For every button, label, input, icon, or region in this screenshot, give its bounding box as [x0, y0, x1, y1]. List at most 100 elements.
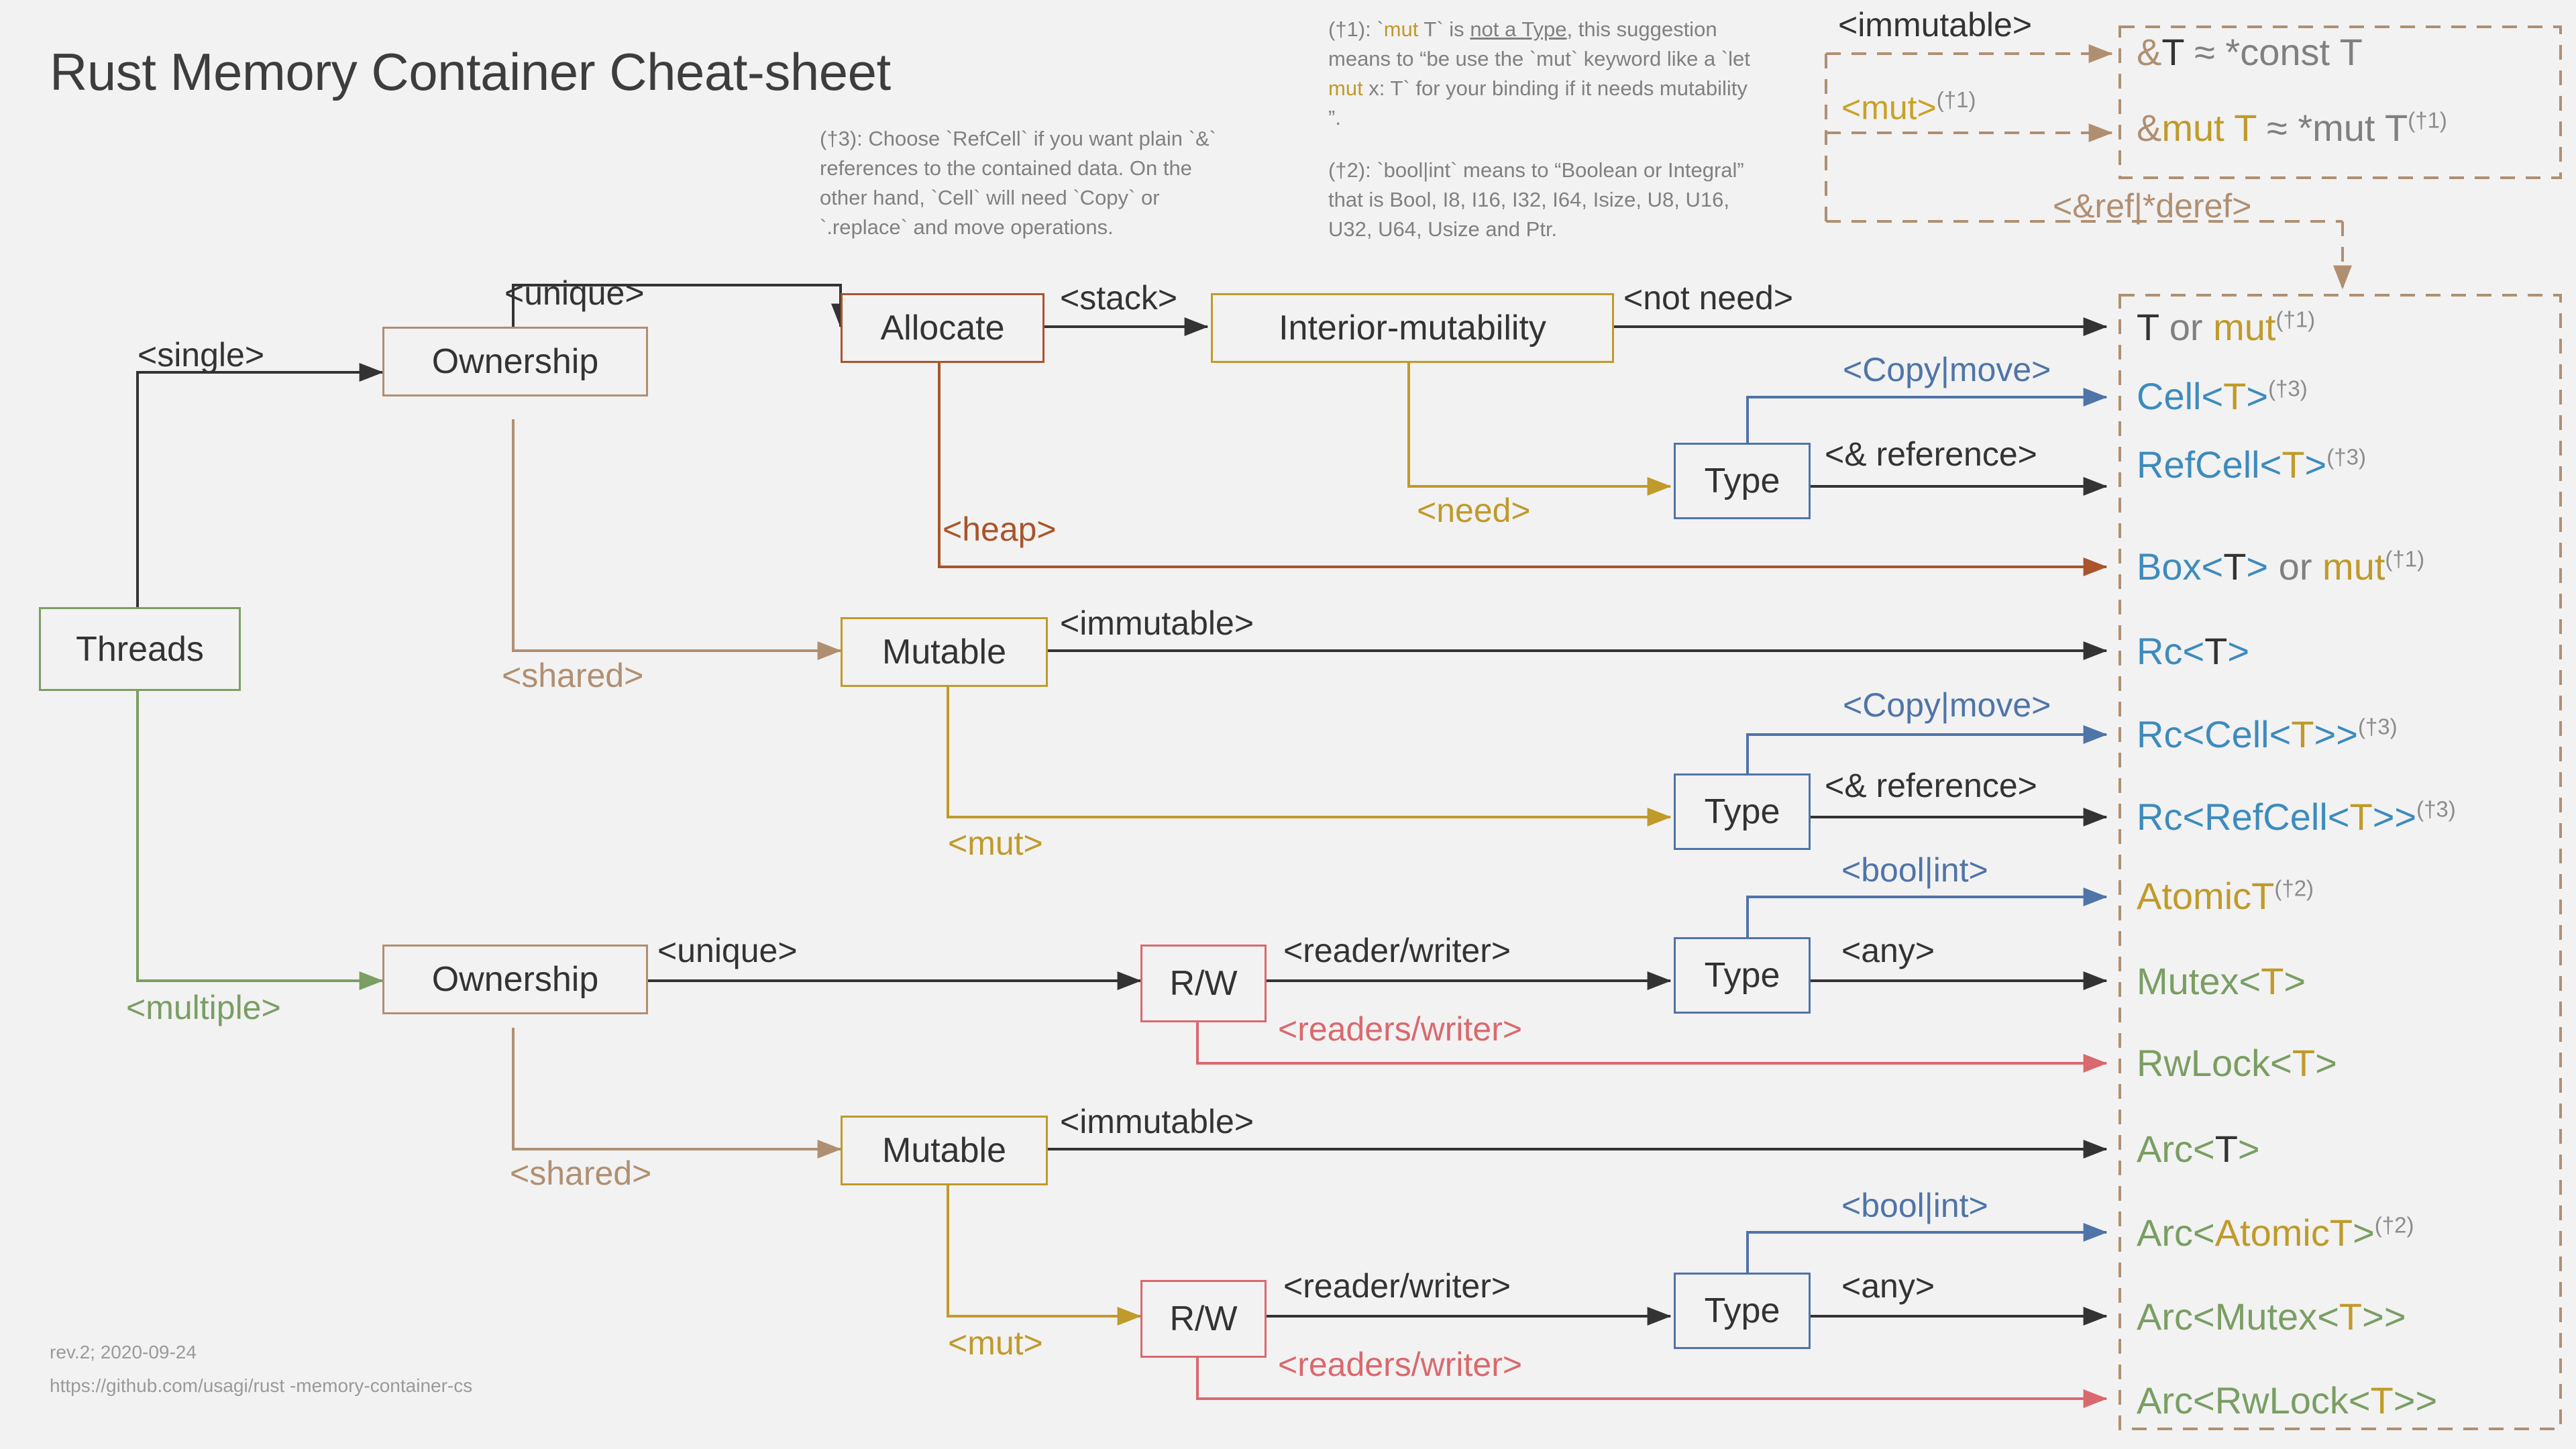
result-box-t-or-mut-part-3: or [2268, 545, 2323, 588]
note1-mut-kw2: mut [1328, 76, 1363, 101]
node-type-b-label: Type [1704, 792, 1780, 831]
note1-mut-kw: mut [1383, 17, 1419, 41]
footer-url[interactable]: https://github.com/usagi/rust -memory-co… [50, 1375, 473, 1396]
edge-label-shared-bottom: <shared> [510, 1155, 652, 1192]
edge-label-any-2: <any> [1841, 1267, 1935, 1305]
legend-mut-text: <mut> [1841, 89, 1937, 127]
legend-approx-2: ≈ [2256, 107, 2298, 149]
edge-label-reader-writer-1: <reader/writer> [1283, 932, 1511, 969]
node-mutable-single[interactable]: Mutable [841, 617, 1048, 687]
edge-label-copy-move-2: <Copy|move> [1843, 686, 2051, 724]
result-rwlock-t-part-0: RwLock< [2137, 1042, 2292, 1084]
legend-t-2: T [2224, 107, 2257, 149]
node-ownership-multi[interactable]: Ownership [382, 945, 648, 1014]
node-rw-multi-label: R/W [1169, 1299, 1238, 1338]
result-atomic-t-sup: (†2) [2274, 875, 2314, 901]
node-type-c-label: Type [1704, 956, 1780, 995]
edge-label-multiple: <multiple> [126, 989, 281, 1026]
edge-label-need: <need> [1417, 492, 1531, 529]
legend-mut-label: <mut>(†1) [1841, 87, 1976, 127]
node-ownership-single[interactable]: Ownership [382, 327, 648, 396]
edge-label-mut-2: <mut> [948, 1324, 1043, 1362]
result-box-t-or-mut-part-2: > [2246, 545, 2269, 588]
result-rc-refcell-t-part-0: Rc<RefCell< [2137, 796, 2350, 838]
result-rc-refcell-t-part-2: >> [2372, 796, 2417, 838]
result-rc-cell-t-part-1: T [2291, 713, 2314, 755]
legend-immutable-label: <immutable> [1838, 6, 2033, 44]
edge-label-single: <single> [138, 336, 265, 374]
edge-label-unique-bottom: <unique> [657, 932, 798, 969]
result-arc-mutex-t: Arc<Mutex<T>> [2137, 1295, 2406, 1338]
result-arc-t-part-2: > [2237, 1128, 2260, 1170]
result-rc-t-part-0: Rc< [2137, 630, 2205, 672]
result-rc-refcell-t-sup: (†3) [2416, 796, 2456, 822]
result-arc-mutex-t-part-0: Arc<Mutex< [2137, 1295, 2339, 1338]
result-rc-cell-t-sup: (†3) [2357, 714, 2398, 739]
result-arc-t: Arc<T> [2137, 1127, 2260, 1171]
edge-label-any-1: <any> [1841, 932, 1935, 969]
edge-label-readers-writer-1: <readers/writer> [1278, 1010, 1523, 1048]
result-arc-mutex-t-part-1: T [2339, 1295, 2363, 1338]
note-dagger2: (†2): `bool|int` means to “Boolean or In… [1328, 158, 1744, 241]
edge-label-stack: <stack> [1060, 279, 1178, 317]
node-mutable-multi-label: Mutable [882, 1131, 1006, 1170]
result-rc-cell-t-part-0: Rc<Cell< [2137, 713, 2292, 755]
node-type-c[interactable]: Type [1674, 937, 1811, 1014]
legend-ptr-2: *mut T [2298, 107, 2408, 149]
note1-not-a-type: not a Type [1470, 17, 1567, 41]
result-mutex-t-part-2: > [2284, 960, 2306, 1002]
edge-label-reader-writer-2: <reader/writer> [1283, 1267, 1511, 1305]
result-mutex-t-part-1: T [2261, 960, 2284, 1002]
result-cell-t-part-0: Cell< [2137, 375, 2224, 417]
edge-label-copy-move-1: <Copy|move> [1843, 351, 2051, 388]
edge-label-immutable-2: <immutable> [1060, 1103, 1254, 1140]
legend-amp-2: & [2137, 107, 2162, 149]
node-allocate[interactable]: Allocate [841, 293, 1044, 363]
result-rc-t: Rc<T> [2137, 629, 2249, 673]
page-title: Rust Memory Container Cheat-sheet [50, 42, 891, 101]
result-box-t-or-mut-part-0: Box< [2137, 545, 2224, 588]
edge-label-mut-1: <mut> [948, 824, 1043, 862]
result-box-t-or-mut-part-1: T [2223, 545, 2247, 588]
node-threads-label: Threads [76, 629, 204, 669]
edge-label-reference-1: <& reference> [1825, 435, 2037, 473]
result-rc-cell-t-part-2: >> [2314, 713, 2358, 755]
legend-row-const-ref: &T ≈ *const T [2137, 30, 2363, 74]
result-mutex-t-part-0: Mutex< [2137, 960, 2261, 1002]
node-interior-mutability[interactable]: Interior-mutability [1211, 293, 1614, 363]
footer-revision: rev.2; 2020-09-24 [50, 1342, 197, 1362]
result-cell-t-part-2: > [2246, 375, 2269, 417]
result-rwlock-t-part-1: T [2292, 1042, 2316, 1084]
edge-label-heap: <heap> [943, 511, 1057, 548]
node-mutable-single-label: Mutable [882, 633, 1006, 672]
legend-deref-label: <&ref|*deref> [2053, 187, 2252, 225]
result-rwlock-t: RwLock<T> [2137, 1041, 2337, 1085]
legend-sup-2: (†1) [2408, 107, 2447, 133]
edge-label-unique-top: <unique> [504, 274, 645, 312]
result-arc-rwlock-t-part-1: T [2370, 1379, 2394, 1421]
node-type-b[interactable]: Type [1674, 773, 1811, 850]
node-ownership-single-label: Ownership [431, 342, 599, 381]
result-t-or-mut-part-0: T [2137, 306, 2159, 348]
result-atomic-t-part-0: AtomicT [2137, 875, 2275, 917]
edge-label-shared-top: <shared> [502, 657, 644, 694]
node-threads[interactable]: Threads [39, 607, 241, 691]
edge-label-reference-2: <& reference> [1825, 767, 2037, 804]
note1-post: , this suggestion means to “be use the `… [1328, 17, 1750, 71]
result-t-or-mut: T or mut(†1) [2137, 305, 2315, 349]
node-type-d[interactable]: Type [1674, 1273, 1811, 1349]
node-type-d-label: Type [1704, 1291, 1780, 1330]
node-type-a[interactable]: Type [1674, 443, 1811, 519]
result-arc-t-part-1: T [2214, 1128, 2238, 1170]
node-rw-multi[interactable]: R/W [1140, 1280, 1267, 1358]
node-mutable-multi[interactable]: Mutable [841, 1116, 1048, 1185]
result-rc-cell-t: Rc<Cell<T>>(†3) [2137, 712, 2398, 756]
result-refcell-t: RefCell<T>(†3) [2137, 443, 2366, 486]
legend-row-mut-ref: &mut T ≈ *mut T(†1) [2137, 106, 2447, 150]
result-arc-rwlock-t-part-2: >> [2393, 1379, 2438, 1421]
result-arc-rwlock-t-part-0: Arc<RwLock< [2137, 1379, 2371, 1421]
node-rw-single[interactable]: R/W [1140, 945, 1267, 1022]
result-rc-t-part-2: > [2227, 630, 2250, 672]
legend-ptr-1: *const T [2225, 31, 2363, 73]
